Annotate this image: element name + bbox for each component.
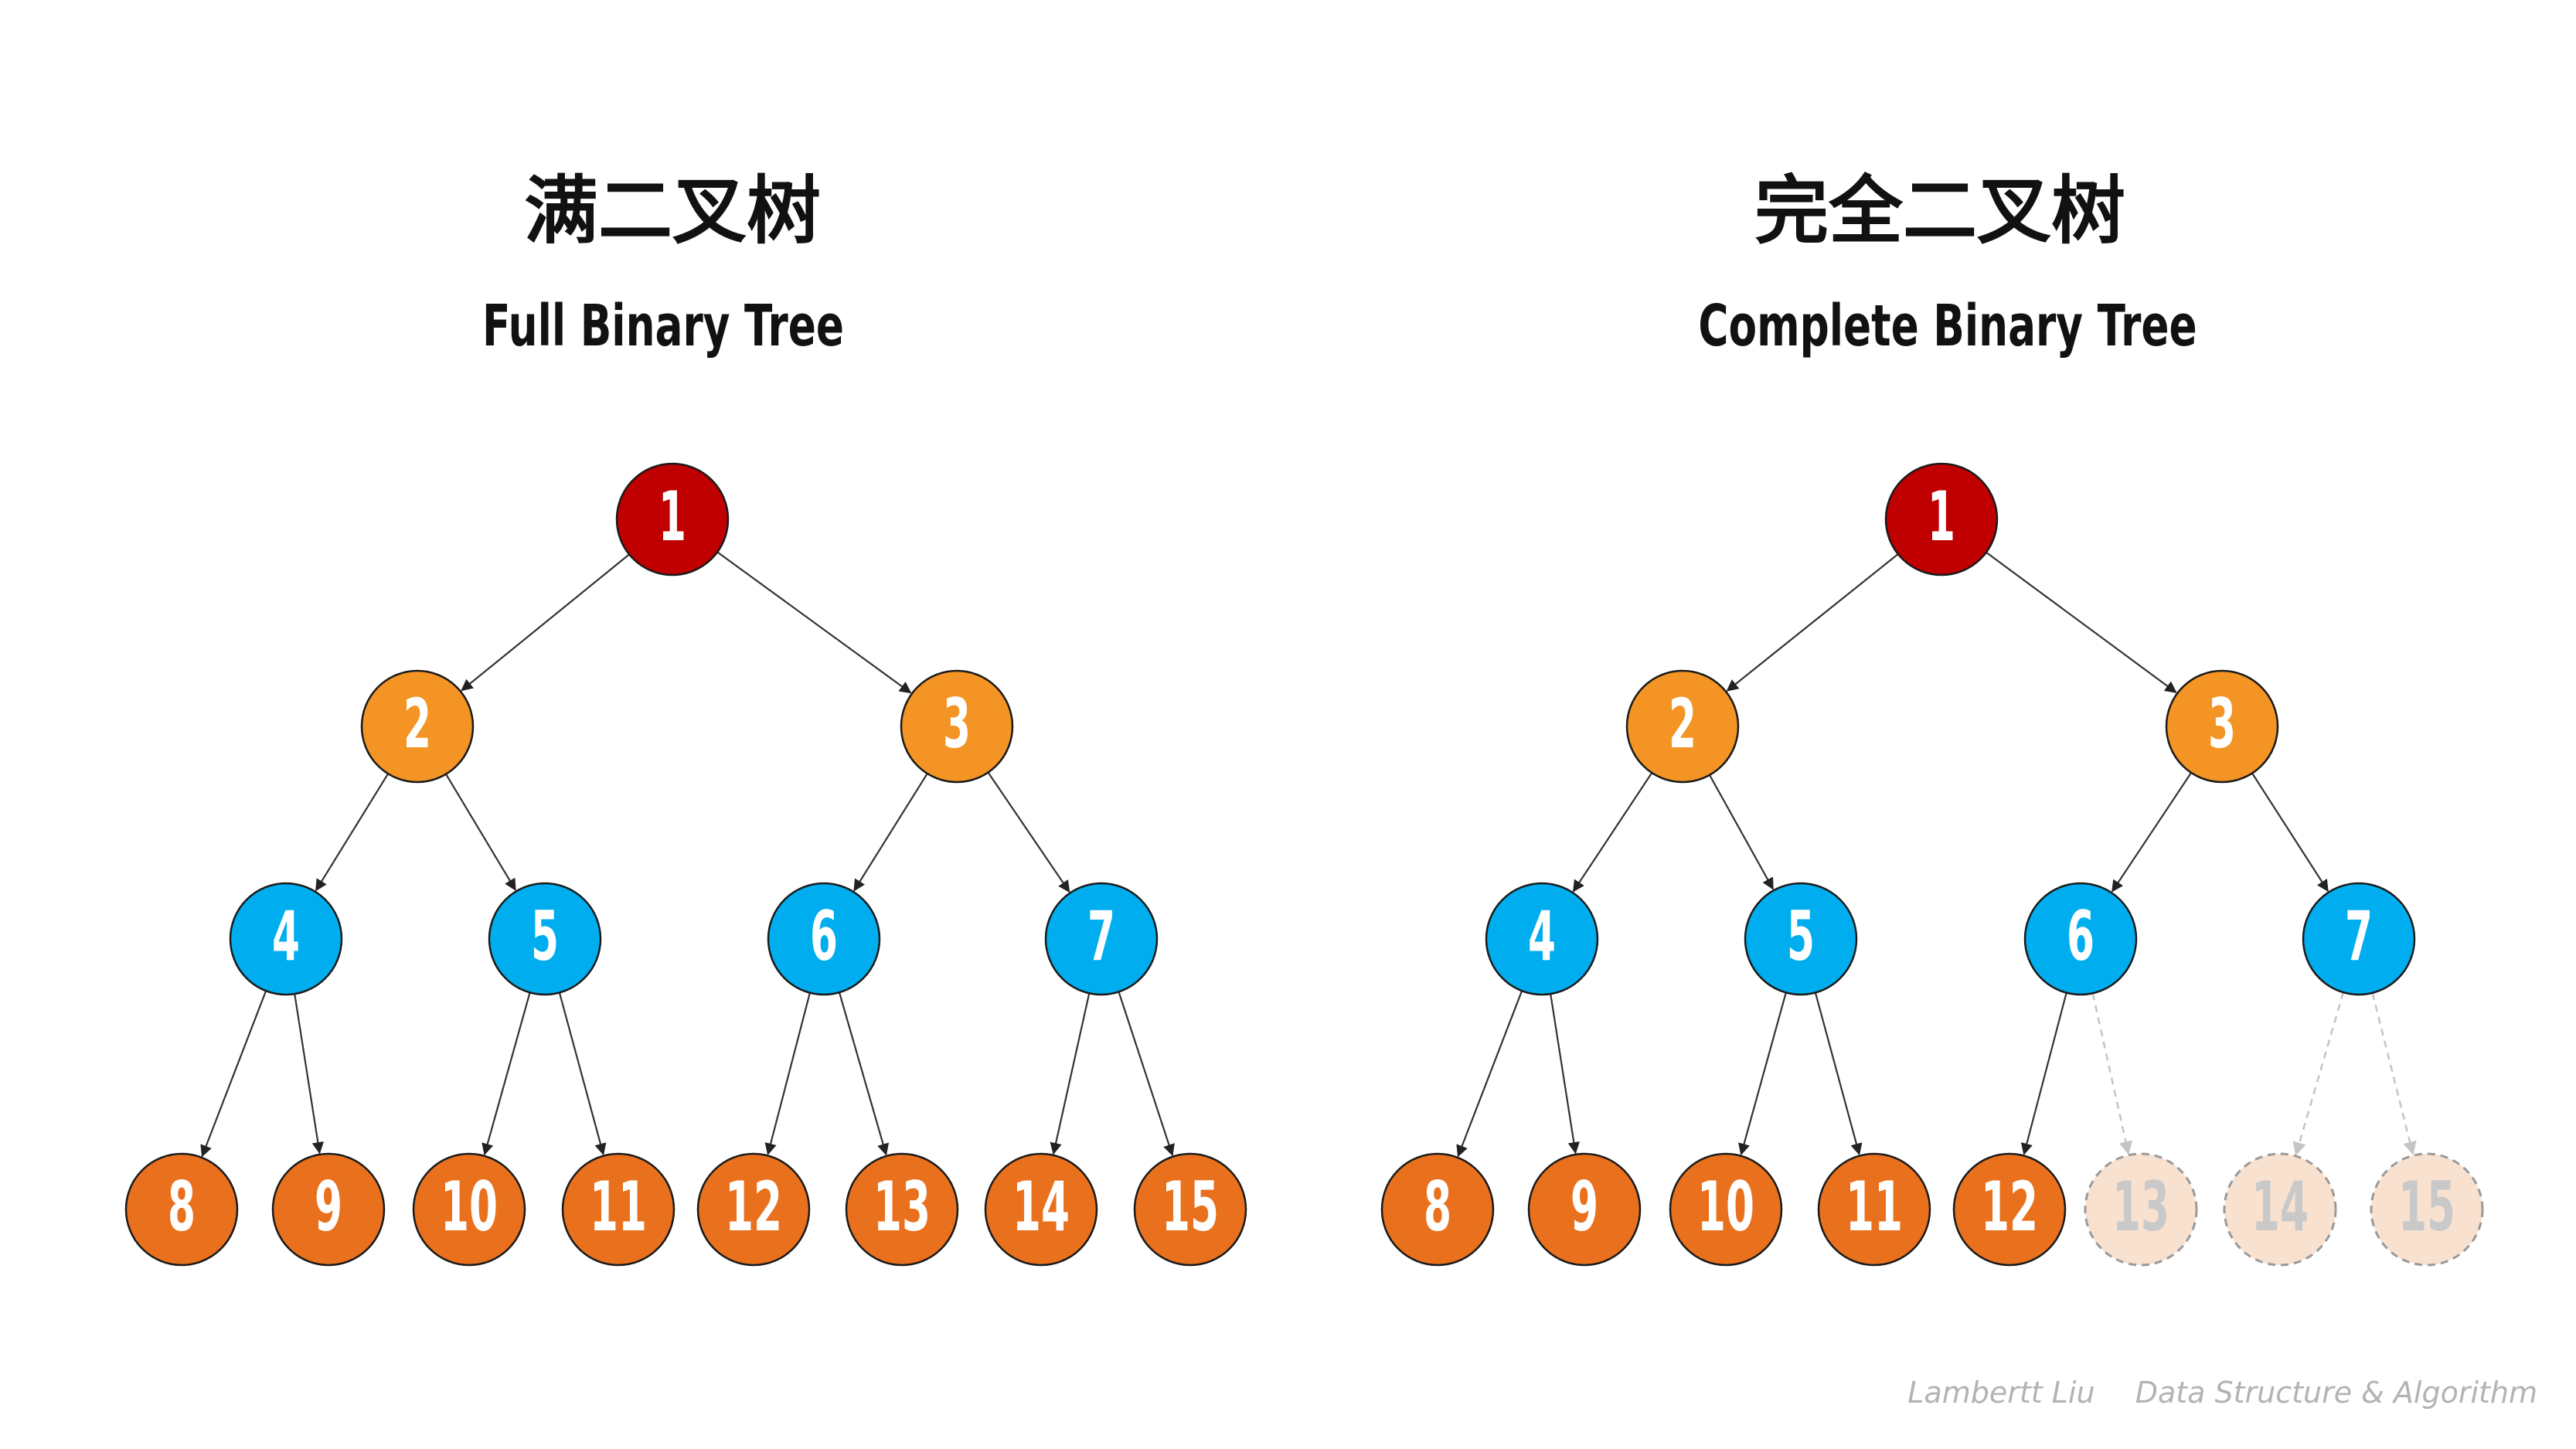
complete-node-label-3: 3 [2208, 684, 2236, 764]
full-node-label-3: 3 [943, 684, 971, 764]
full-node-5 [488, 882, 602, 996]
complete-node-label-11: 11 [1846, 1167, 1903, 1247]
full-tree-title-cn: 满二叉树 [524, 167, 821, 254]
full-node-label-6: 6 [810, 896, 838, 976]
full-node-13 [845, 1152, 959, 1267]
credit-line: Lambertt Liu Data Structure & Algorithm [1907, 1376, 2537, 1410]
full-edge-1-2 [461, 553, 630, 692]
full-node-label-2: 2 [403, 684, 431, 764]
full-node-label-11: 11 [590, 1167, 647, 1247]
complete-node-label-7: 7 [2345, 896, 2373, 976]
complete-node-label-5: 5 [1787, 896, 1815, 976]
complete-node-7 [2302, 882, 2416, 996]
full-edge-7-15 [1118, 992, 1175, 1157]
complete-node-9 [1527, 1152, 1642, 1267]
complete-node-label-8: 8 [1424, 1167, 1451, 1247]
full-node-8 [124, 1152, 239, 1267]
complete-node-label-9: 9 [1570, 1167, 1598, 1247]
complete-node-label-1: 1 [1928, 477, 1955, 556]
full-edge-3-7 [987, 771, 1070, 893]
complete-edge-5-10 [1738, 992, 1787, 1156]
complete-node-2 [1625, 669, 1740, 784]
complete-edge-3-7 [2251, 772, 2329, 893]
full-edge-6-12 [764, 992, 811, 1155]
full-node-7 [1044, 882, 1159, 996]
complete-edge-7-14 [2292, 992, 2345, 1156]
credit-course: Data Structure & Algorithm [2135, 1376, 2537, 1410]
complete-node-1 [1884, 462, 1999, 577]
full-node-label-15: 15 [1162, 1167, 1219, 1247]
full-node-4 [229, 882, 343, 996]
full-edge-5-10 [482, 992, 531, 1156]
full-node-3 [900, 669, 1014, 784]
full-edge-5-11 [558, 992, 607, 1156]
complete-node-10 [1669, 1152, 1783, 1267]
complete-node-label-14: 14 [2251, 1167, 2309, 1247]
full-node-2 [360, 669, 475, 784]
full-node-9 [271, 1152, 386, 1267]
full-edge-2-4 [315, 773, 390, 892]
complete-node-label-4: 4 [1528, 896, 1556, 976]
complete-node-label-12: 12 [1981, 1167, 2038, 1247]
full-node-11 [561, 1152, 675, 1267]
complete-edge-7-15 [2371, 992, 2417, 1155]
complete-node-label-6: 6 [2067, 896, 2094, 976]
complete-node-12 [1952, 1152, 2067, 1267]
full-node-14 [984, 1152, 1098, 1267]
complete-edge-2-4 [1572, 772, 1653, 893]
complete-edge-6-12 [2020, 992, 2067, 1155]
full-node-label-5: 5 [531, 896, 559, 976]
complete-edge-4-9 [1550, 993, 1580, 1155]
complete-node-14 [2223, 1152, 2337, 1267]
complete-edge-2-5 [1709, 774, 1774, 890]
complete-tree-title-en: Complete Binary Tree [1698, 293, 2197, 359]
complete-node-15 [2370, 1152, 2484, 1267]
credit-author: Lambertt Liu [1907, 1376, 2095, 1410]
complete-node-label-13: 13 [2112, 1167, 2169, 1247]
complete-node-5 [1744, 882, 1858, 996]
complete-node-3 [2165, 669, 2279, 784]
full-edge-3-6 [853, 773, 928, 892]
full-node-label-10: 10 [441, 1167, 498, 1247]
full-edge-4-8 [200, 990, 267, 1158]
complete-edge-6-13 [2091, 993, 2133, 1155]
full-edge-2-5 [445, 774, 516, 891]
full-node-label-4: 4 [272, 896, 300, 976]
full-node-label-9: 9 [315, 1167, 342, 1247]
full-node-label-7: 7 [1087, 896, 1115, 976]
complete-edge-1-2 [1726, 553, 1899, 692]
complete-edge-1-3 [1986, 551, 2177, 693]
complete-edge-4-8 [1456, 990, 1523, 1158]
complete-edge-3-6 [2112, 772, 2193, 893]
complete-tree-title-cn: 完全二叉树 [1754, 167, 2125, 254]
complete-node-label-2: 2 [1669, 684, 1696, 764]
full-tree-title-en: Full Binary Tree [482, 293, 845, 359]
full-edge-4-9 [294, 993, 324, 1155]
complete-node-6 [2023, 882, 2138, 996]
complete-node-8 [1380, 1152, 1495, 1267]
full-node-15 [1133, 1152, 1247, 1267]
full-node-label-12: 12 [725, 1167, 782, 1247]
full-node-label-13: 13 [873, 1167, 931, 1247]
complete-node-11 [1817, 1152, 1931, 1267]
complete-node-4 [1485, 882, 1599, 996]
complete-node-label-10: 10 [1697, 1167, 1754, 1247]
complete-edge-5-11 [1814, 992, 1863, 1156]
full-node-label-1: 1 [658, 477, 686, 556]
complete-node-13 [2084, 1152, 2198, 1267]
full-node-1 [615, 462, 730, 577]
full-node-12 [696, 1152, 811, 1267]
full-edge-7-14 [1050, 993, 1091, 1155]
full-edge-6-13 [838, 992, 890, 1156]
complete-node-label-15: 15 [2398, 1167, 2455, 1247]
full-node-label-14: 14 [1012, 1167, 1070, 1247]
full-node-10 [412, 1152, 526, 1267]
full-node-6 [767, 882, 881, 996]
full-edge-1-3 [716, 551, 912, 694]
full-node-label-8: 8 [168, 1167, 196, 1247]
